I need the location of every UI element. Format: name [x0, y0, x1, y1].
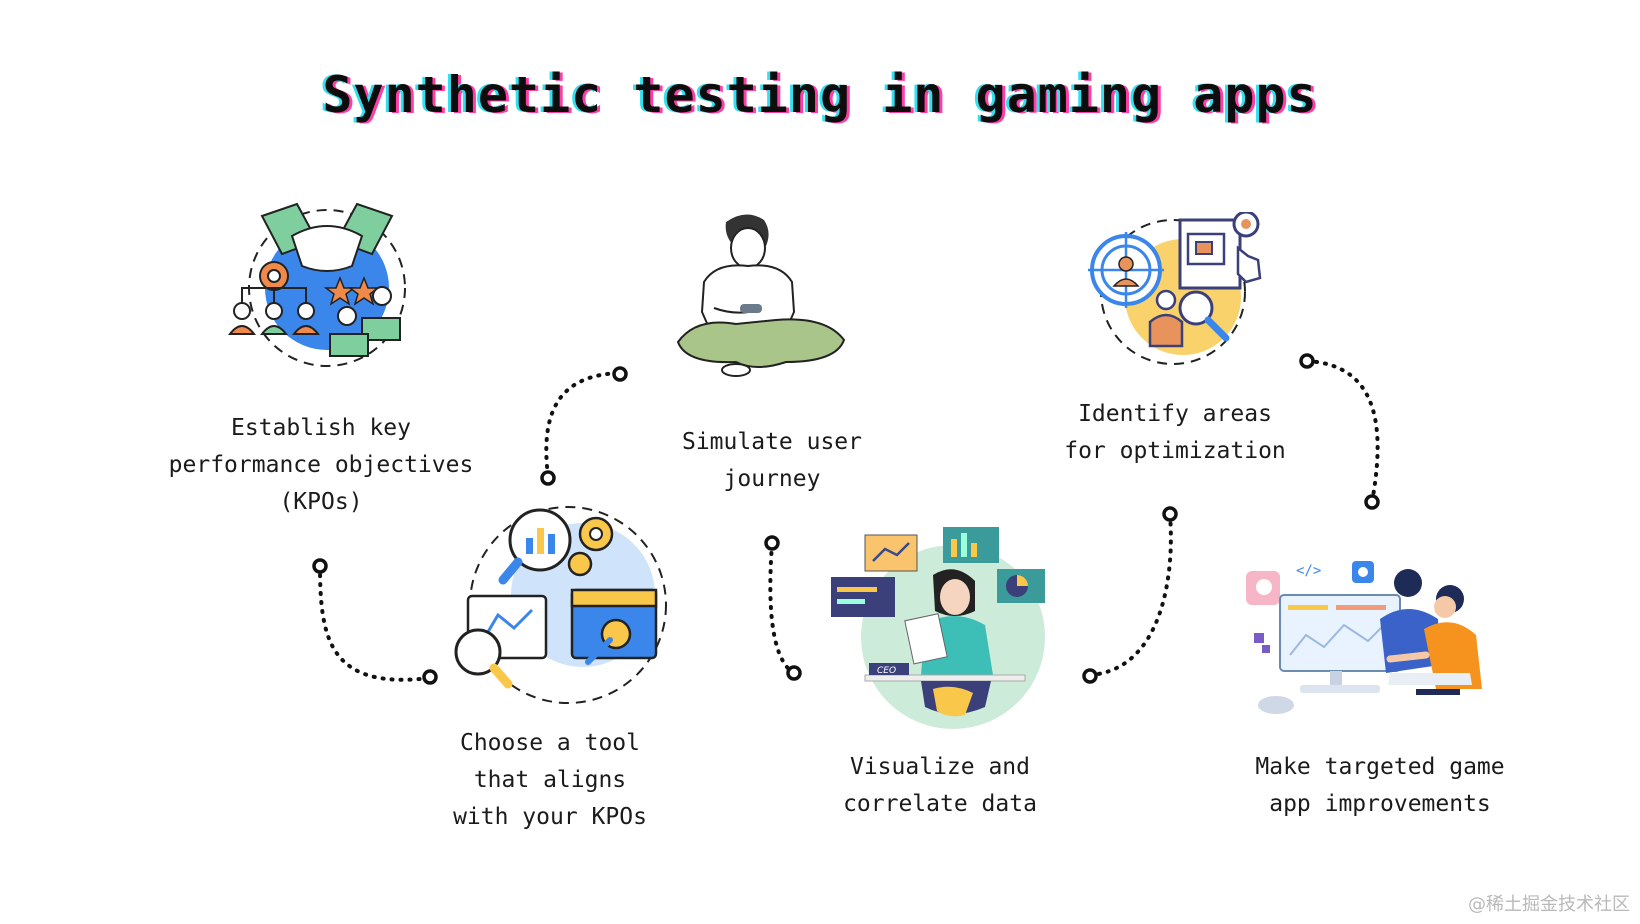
- step-label-make-improvements: Make targeted game app improvements: [1215, 749, 1545, 823]
- connector-5-to-6: [1305, 359, 1380, 504]
- connector-dot: [312, 558, 328, 574]
- tool-analytics-icon: [454, 506, 667, 704]
- connector-4-to-5: [1088, 513, 1173, 677]
- connector-1-to-2: [318, 564, 432, 682]
- connector-dot: [1299, 353, 1315, 369]
- handshake-kpo-icon: [227, 202, 406, 367]
- step-label-simulate-journey: Simulate user journey: [640, 424, 904, 498]
- step-label-line: with your KPOs: [453, 804, 647, 830]
- data-visualization-icon: CEO: [831, 527, 1045, 729]
- connector-dot: [422, 669, 438, 685]
- step-label-line: Visualize and: [849, 754, 1030, 780]
- step-label-identify-areas: Identify areas for optimization: [1020, 396, 1330, 470]
- connector-dot: [1162, 506, 1178, 522]
- watermark: @稀土掘金技术社区: [1468, 894, 1630, 915]
- connector-dot: [764, 535, 780, 551]
- step-label-line: app improvements: [1269, 791, 1491, 817]
- step-label-visualize-data: Visualize and correlate data: [800, 749, 1080, 823]
- target-optimization-icon: [1088, 212, 1262, 365]
- developers-improving-app-icon: </>: [1246, 561, 1482, 714]
- connector-3-to-4: [768, 542, 794, 674]
- step-label-line: Identify areas: [1078, 401, 1272, 427]
- step-label-line: performance objectives: [168, 452, 474, 478]
- step-label-line: Choose a tool: [459, 730, 640, 756]
- step-label-line: Establish key: [230, 415, 411, 441]
- connector-dot: [786, 665, 802, 681]
- connector-dot: [612, 366, 628, 382]
- connector-2-to-3: [544, 371, 622, 478]
- ceo-sign-decoration: CEO: [877, 666, 896, 676]
- connector-dot: [540, 470, 556, 486]
- page-title: Synthetic testing in gaming apps: [322, 66, 1318, 124]
- step-label-line: (KPOs): [279, 489, 363, 515]
- step-label-line: Make targeted game: [1255, 754, 1505, 780]
- code-tag-decoration: </>: [1296, 563, 1321, 579]
- step-label-establish-kpos: Establish key performance objectives (KP…: [140, 410, 502, 521]
- step-label-line: journey: [723, 466, 821, 492]
- step-label-line: for optimization: [1064, 438, 1286, 464]
- step-label-line: Simulate user: [681, 429, 862, 455]
- step-label-line: correlate data: [843, 791, 1037, 817]
- gamer-with-controller-icon: [676, 214, 846, 377]
- step-label-choose-tool: Choose a tool that aligns with your KPOs: [410, 725, 690, 836]
- step-label-line: that aligns: [473, 767, 627, 793]
- connector-dot: [1082, 668, 1098, 684]
- connector-dot: [1364, 494, 1380, 510]
